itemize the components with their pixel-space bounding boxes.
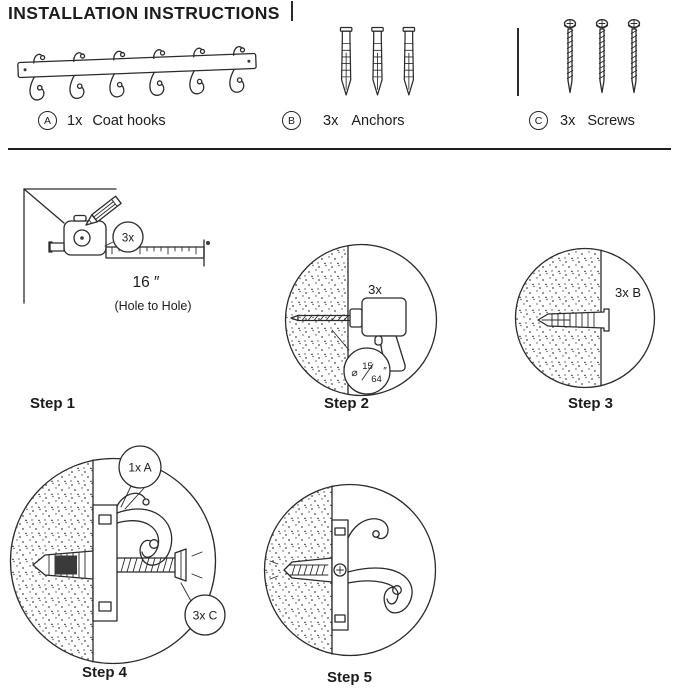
hole-to-hole-note: (Hole to Hole) (114, 299, 191, 313)
page-title: INSTALLATION INSTRUCTIONS (8, 3, 280, 23)
quantity-callout: 3x (104, 221, 144, 253)
step4-assembly-drawing: 1x A 3x C (9, 445, 226, 665)
header-divider (291, 1, 293, 21)
screw-icon (627, 19, 641, 94)
step5-label: Step 5 (327, 669, 373, 686)
drill-bit-icon (290, 314, 351, 322)
part-label-screws: C 3x Screws (529, 111, 635, 130)
mounting-plate (92, 504, 118, 622)
step5-finished-drawing (263, 483, 437, 657)
measurement-text: 16 ″ (132, 274, 160, 291)
step2-drilling-drawing: 3x ⌀ 15 64 ″ (284, 243, 438, 397)
part-qty: 3x (560, 112, 576, 129)
section-rule (8, 148, 671, 150)
part-qty: 3x (323, 112, 339, 129)
parts-divider (517, 28, 519, 96)
drill-bit-size-callout: ⌀ 15 64 ″ (331, 329, 391, 395)
step3-qty-text: 3x B (615, 285, 641, 300)
diameter-symbol: ⌀ (351, 367, 358, 379)
anchor-with-screw-icon (269, 557, 333, 583)
part-label-coat-hooks: A 1x Coat hooks (38, 111, 166, 130)
anchor-icon (339, 26, 353, 96)
screw-callout: 3x C (180, 582, 226, 636)
step-circle (9, 457, 217, 665)
drill-icon (349, 297, 407, 372)
step4-label: Step 4 (82, 664, 128, 681)
bit-denominator: 64 (371, 374, 382, 385)
tape-measure-icon (48, 214, 107, 256)
step1-label: Step 1 (30, 395, 76, 412)
step1-qty-text: 3x (122, 233, 134, 245)
screw-icon (595, 19, 609, 94)
step1-measuring-drawing: 3x 16 ″ (Hole to Hole) (23, 188, 210, 313)
step3-anchor-drawing: 3x B (514, 247, 656, 389)
part-name: Coat hooks (92, 112, 166, 129)
anchor-icon (371, 26, 384, 96)
part-name: Screws (587, 112, 635, 129)
bit-numerator: 15 (362, 361, 373, 372)
part-name: Anchors (351, 112, 405, 129)
rail-bar (17, 52, 257, 79)
hook-callout-text: 1x A (128, 461, 151, 475)
hook-callout: 1x A (118, 445, 162, 510)
step2-qty-text: 3x (368, 282, 382, 297)
step3-label: Step 3 (568, 395, 614, 412)
step2-label: Step 2 (324, 395, 370, 412)
coat-hooks-drawing (17, 45, 257, 101)
anchor-icon (402, 26, 416, 96)
screw-icon (563, 19, 577, 94)
step-circle (284, 243, 438, 397)
anchor-in-wall-icon (32, 550, 94, 580)
part-letter-badge: C (529, 111, 548, 130)
step-circle (263, 483, 437, 657)
screw-icon (116, 548, 203, 582)
part-label-anchors: B 3x Anchors (282, 111, 405, 130)
bit-unit: ″ (383, 366, 387, 377)
screw-callout-text: 3x C (193, 609, 218, 623)
part-letter-badge: B (282, 111, 301, 130)
screws-drawing (563, 19, 641, 94)
hook-icon (116, 492, 173, 566)
screw-head-icon (333, 563, 347, 577)
hook-icon (347, 518, 413, 614)
anchor-in-wall-icon (537, 308, 610, 332)
pencil-icon (85, 195, 122, 226)
part-qty: 1x (67, 112, 83, 129)
anchors-drawing (339, 26, 416, 96)
part-letter-badge: A (38, 111, 57, 130)
